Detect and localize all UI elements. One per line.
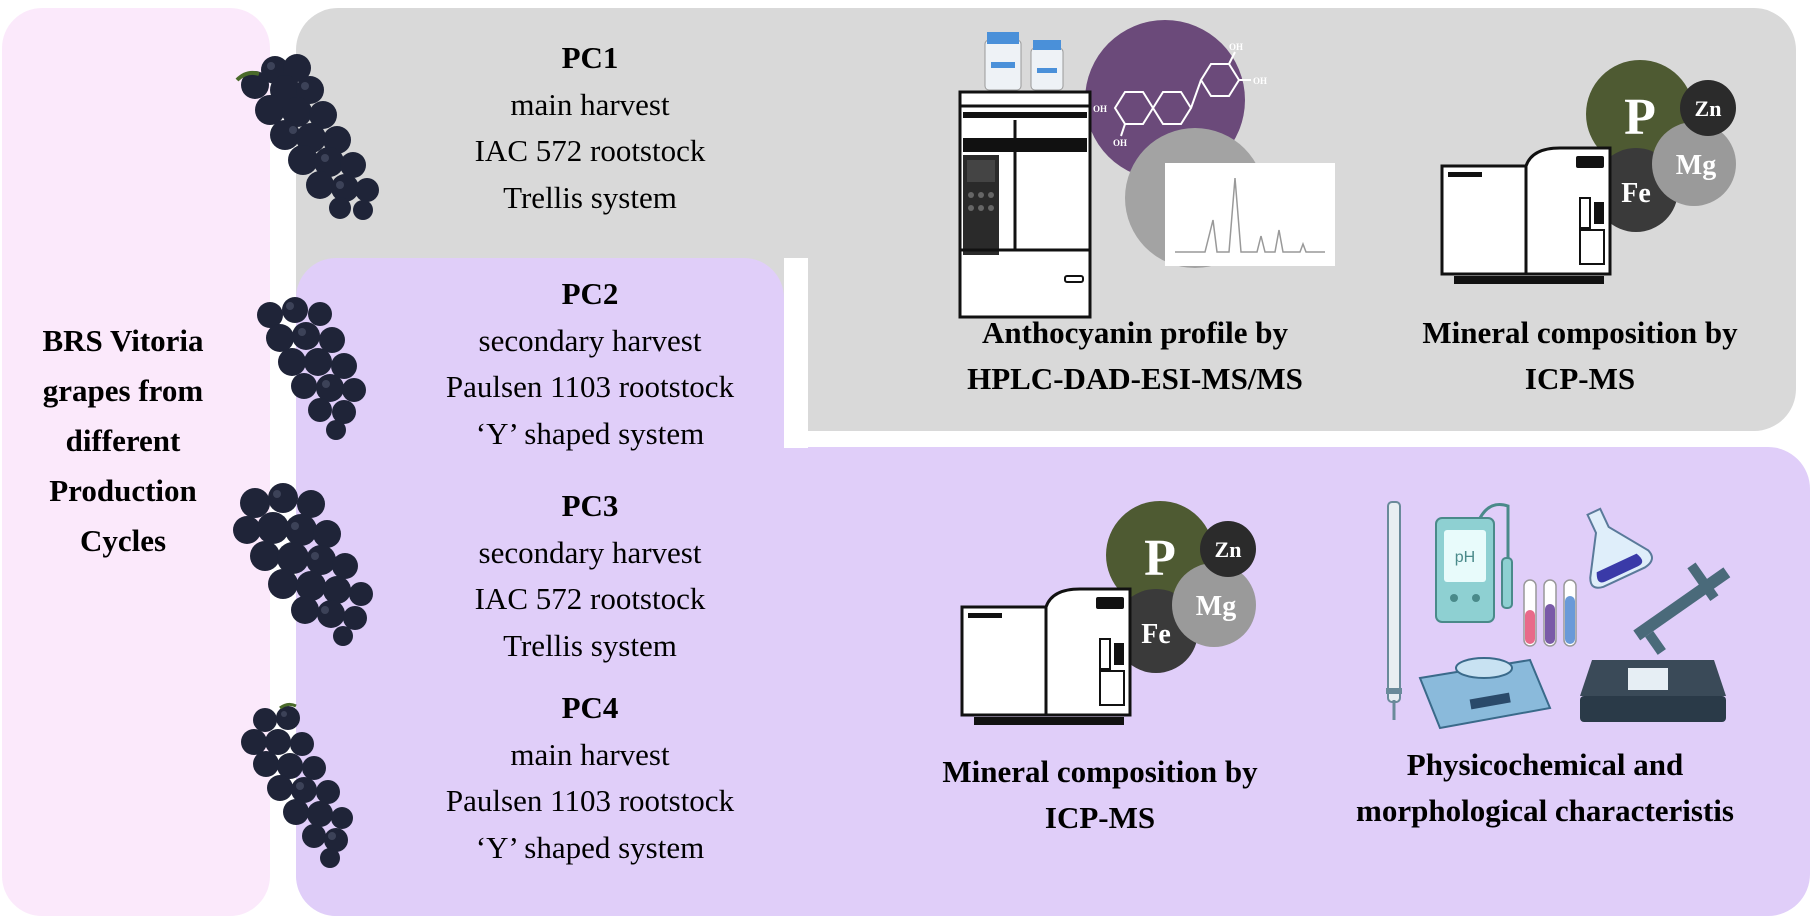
zn-circle-bottom (1200, 521, 1256, 577)
grapes-panel (2, 8, 270, 916)
mg-circle-top (1652, 122, 1736, 206)
mineral-bottom-caption: Mineral composition by ICP-MS (890, 749, 1310, 841)
pc1-rootstock: IAC 572 rootstock (474, 133, 706, 168)
molecule-oh-label-3: OH (1229, 42, 1243, 52)
molecule-oh-label-2: OH (1113, 138, 1127, 148)
grape-bunch-icon-pc1 (235, 54, 379, 220)
pc1-system: Trellis system (503, 179, 677, 215)
pc1-title: PC1 (561, 40, 619, 75)
pc4-system: ‘Y’ shaped system (475, 829, 705, 865)
molecule-oh-label-1: OH (1093, 104, 1107, 114)
pc1-harvest: main harvest (510, 86, 670, 122)
pc3-title: PC3 (561, 488, 619, 523)
physicochemical-caption-line2: morphological characteristis (1356, 793, 1734, 828)
mineral-bottom-caption-line1: Mineral composition by (942, 754, 1258, 789)
icp-ms-instrument-icon-bottom: P Zn Mg Fe (960, 501, 1256, 725)
mg-label-bottom: Mg (1196, 591, 1236, 622)
anthocyanin-caption: Anthocyanin profile by HPLC-DAD-ESI-MS/M… (925, 310, 1345, 402)
physicochemical-caption: Physicochemical and morphological charac… (1325, 742, 1765, 834)
pc2-rootstock: Paulsen 1103 rootstock (445, 369, 735, 404)
zn-label-bottom: Zn (1215, 537, 1242, 562)
grape-bunch-icon-pc4 (241, 702, 353, 868)
anthocyanin-caption-line1: Anthocyanin profile by (981, 315, 1289, 350)
ph-label: pH (1455, 549, 1475, 566)
pc4-block: PC4 main harvest Paulsen 1103 rootstock … (380, 685, 800, 871)
pc4-harvest: main harvest (510, 736, 670, 772)
p-label-bottom: P (1144, 530, 1176, 587)
molecule-oh-label-4: OH (1253, 76, 1267, 86)
pc3-block: PC3 secondary harvest IAC 572 rootstock … (380, 483, 800, 669)
mineral-bottom-caption-line2: ICP-MS (1044, 800, 1156, 835)
pc2-block: PC2 secondary harvest Paulsen 1103 roots… (380, 271, 800, 457)
pc1-block: PC1 main harvest IAC 572 rootstock Trell… (380, 35, 800, 221)
mg-circle-bottom (1172, 563, 1256, 647)
pc4-title: PC4 (561, 690, 619, 725)
grapes-title: BRS Vitoria grapes from different Produc… (42, 323, 204, 558)
pc2-harvest: secondary harvest (478, 322, 702, 358)
panel-gap (784, 258, 808, 448)
physicochemical-caption-line1: Physicochemical and (1406, 747, 1684, 782)
mineral-top-caption-line2: ICP-MS (1524, 361, 1636, 396)
pc2-system: ‘Y’ shaped system (475, 415, 705, 451)
hplc-instrument-icon: OH OH OH OH OH (958, 20, 1335, 319)
zn-label-top: Zn (1695, 96, 1722, 121)
lab-equipment-icon: pH (1386, 501, 1731, 730)
mineral-top-caption-line1: Mineral composition by (1422, 315, 1738, 350)
grape-bunch-icon-pc2 (257, 297, 366, 440)
pc4-rootstock: Paulsen 1103 rootstock (445, 783, 735, 818)
fe-label-bottom: Fe (1141, 619, 1171, 650)
p-label-top: P (1624, 89, 1656, 146)
mineral-top-caption: Mineral composition by ICP-MS (1380, 310, 1780, 402)
fe-label-top: Fe (1621, 178, 1651, 209)
mg-label-top: Mg (1676, 150, 1716, 181)
icp-ms-instrument-icon-top: P Zn Mg Fe (1440, 60, 1736, 284)
pc3-harvest: secondary harvest (478, 534, 702, 570)
zn-circle-top (1680, 80, 1736, 136)
anthocyanin-caption-line2: HPLC-DAD-ESI-MS/MS (967, 361, 1303, 396)
pc3-rootstock: IAC 572 rootstock (474, 581, 706, 616)
pc2-title: PC2 (561, 276, 619, 311)
pc3-system: Trellis system (503, 627, 677, 663)
grape-bunch-icon-pc3 (233, 483, 373, 646)
